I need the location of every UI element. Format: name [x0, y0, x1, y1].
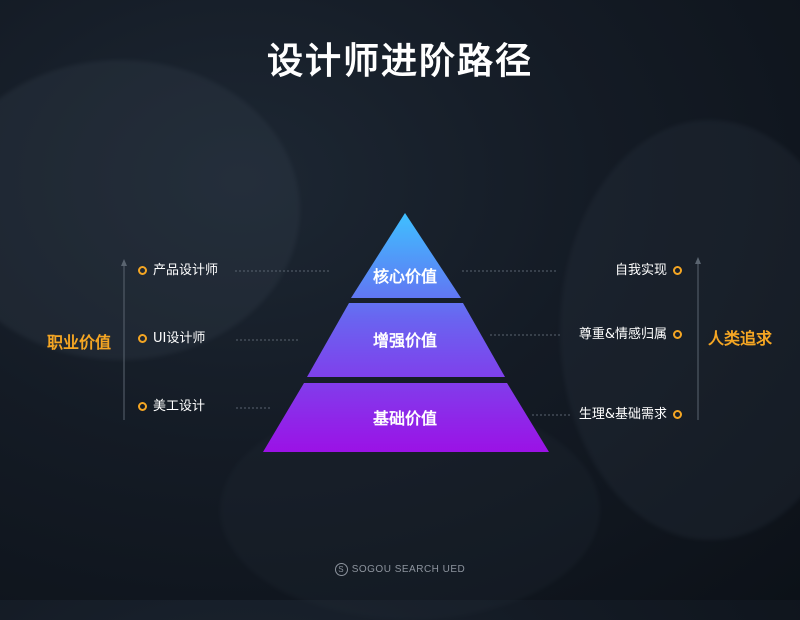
tier-label-basic: 基础价值 [372, 409, 437, 428]
left-list-item: UI设计师 [138, 331, 205, 347]
left-item-label: UI设计师 [153, 331, 206, 346]
bullet-ring-icon [138, 266, 147, 275]
right-axis-arrow-icon [695, 257, 701, 264]
bullet-ring-icon [673, 330, 682, 339]
bullet-ring-icon [673, 410, 682, 419]
footer-text: SOGOU SEARCH UED [351, 564, 466, 576]
right-item-label: 生理&基础需求 [578, 407, 667, 422]
left-group-label: 职业价值 [47, 333, 112, 352]
right-item-label: 自我实现 [614, 263, 667, 278]
left-item-label: 美工设计 [153, 399, 206, 414]
right-item-label: 尊重&情感归属 [578, 327, 667, 342]
right-list-item: 尊重&情感归属 [579, 327, 682, 343]
page-title: 设计师进阶路径 [266, 41, 533, 82]
left-list-item: 产品设计师 [138, 263, 218, 279]
pyramid-tier-bottom [263, 383, 549, 452]
left-item-label: 产品设计师 [153, 263, 219, 278]
left-list-item: 美工设计 [138, 399, 205, 415]
sogou-logo-icon: S [334, 563, 348, 576]
bullet-ring-icon [138, 334, 147, 343]
right-group-label: 人类追求 [708, 329, 773, 348]
tier-label-enhanced: 增强价值 [372, 331, 437, 350]
pyramid-tier-top [351, 213, 461, 298]
tier-label-core: 核心价值 [372, 267, 437, 286]
bullet-ring-icon [673, 266, 682, 275]
right-list-item: 自我实现 [615, 263, 682, 279]
pyramid-diagram [121, 213, 701, 452]
right-list-item: 生理&基础需求 [579, 407, 682, 423]
bullet-ring-icon [138, 402, 147, 411]
pyramid-tier-middle [307, 303, 505, 377]
left-axis-arrow-icon [121, 259, 127, 266]
